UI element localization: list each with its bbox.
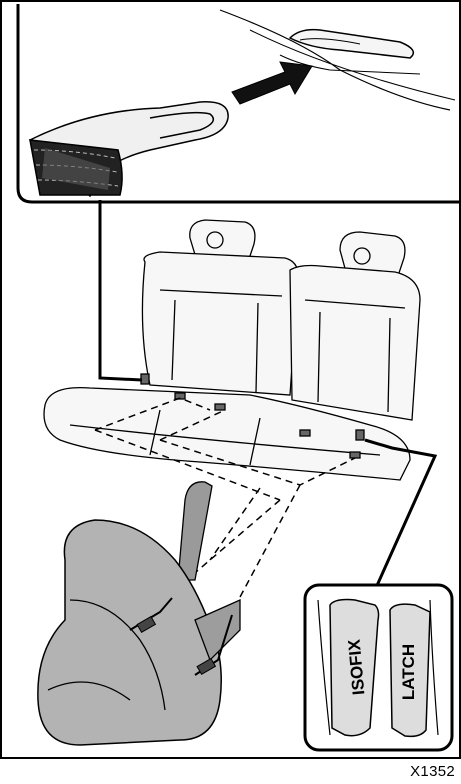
latch-label: LATCH bbox=[399, 639, 423, 705]
figure-code-label: X1352 bbox=[410, 763, 455, 780]
label-inset bbox=[305, 585, 452, 750]
